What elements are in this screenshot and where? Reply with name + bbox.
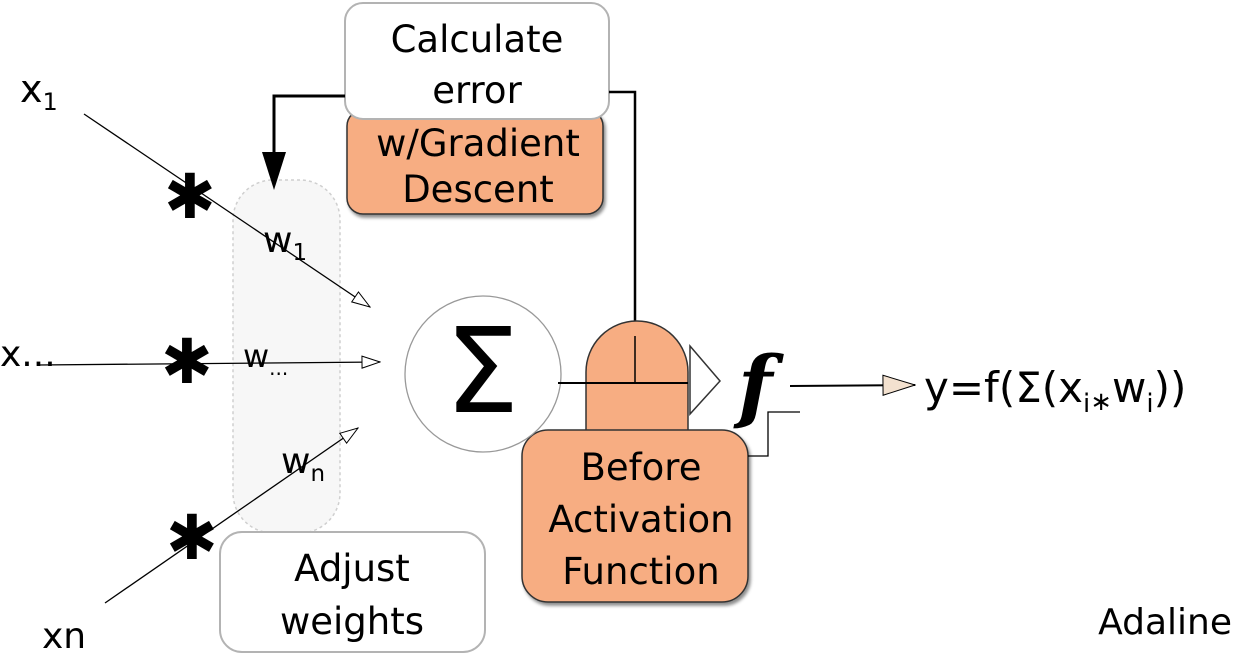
activation-triangle: [689, 343, 722, 416]
feedback-arrowhead: [262, 152, 286, 190]
error-connector-line: [609, 90, 637, 336]
calculate-error-label-2: error: [432, 69, 522, 112]
multiply-mark-1: ✱: [164, 160, 216, 233]
adjust-weights-box: [219, 531, 486, 653]
before-activation-box: [521, 429, 749, 603]
gradient-descent-label-2: Descent: [402, 168, 554, 211]
output-formula: y=f(Σ(xi∗wi)): [924, 363, 1186, 419]
weight-wmid-label: w...: [243, 337, 288, 380]
output-line: [789, 385, 915, 386]
adjust-weights-label-1: Adjust: [294, 547, 410, 590]
calculate-error-label-1: Calculate: [391, 18, 564, 61]
adjust-weights-label-2: weights: [280, 600, 424, 643]
input-line-mid: [37, 362, 380, 365]
summation-node: [404, 295, 562, 453]
input-xmid-label: x...: [0, 334, 56, 375]
activation-connector-line: [748, 411, 800, 457]
input-x1-label: x1: [20, 67, 58, 116]
input-line-n: [104, 428, 358, 604]
model-label: Adaline: [1098, 602, 1232, 643]
activation-knob: [585, 320, 689, 433]
before-activation-label-2: Activation: [548, 498, 733, 541]
summation-symbol: Σ: [445, 302, 520, 440]
calculate-error-box: [344, 2, 610, 120]
before-activation-label-3: Function: [562, 550, 719, 593]
feedback-line: [272, 94, 345, 160]
multiply-mark-mid: ✱: [161, 325, 213, 398]
weight-wn-label: wn: [281, 441, 325, 487]
activation-function-symbol: f: [733, 338, 784, 432]
input-line-1: [83, 113, 370, 307]
before-activation-label-1: Before: [581, 446, 702, 489]
multiply-mark-n: ✱: [166, 501, 218, 574]
weight-w1-label: w1: [263, 220, 307, 266]
input-xn-label: xn: [42, 616, 86, 657]
gradient-descent-label-1: w/Gradient: [376, 122, 580, 165]
